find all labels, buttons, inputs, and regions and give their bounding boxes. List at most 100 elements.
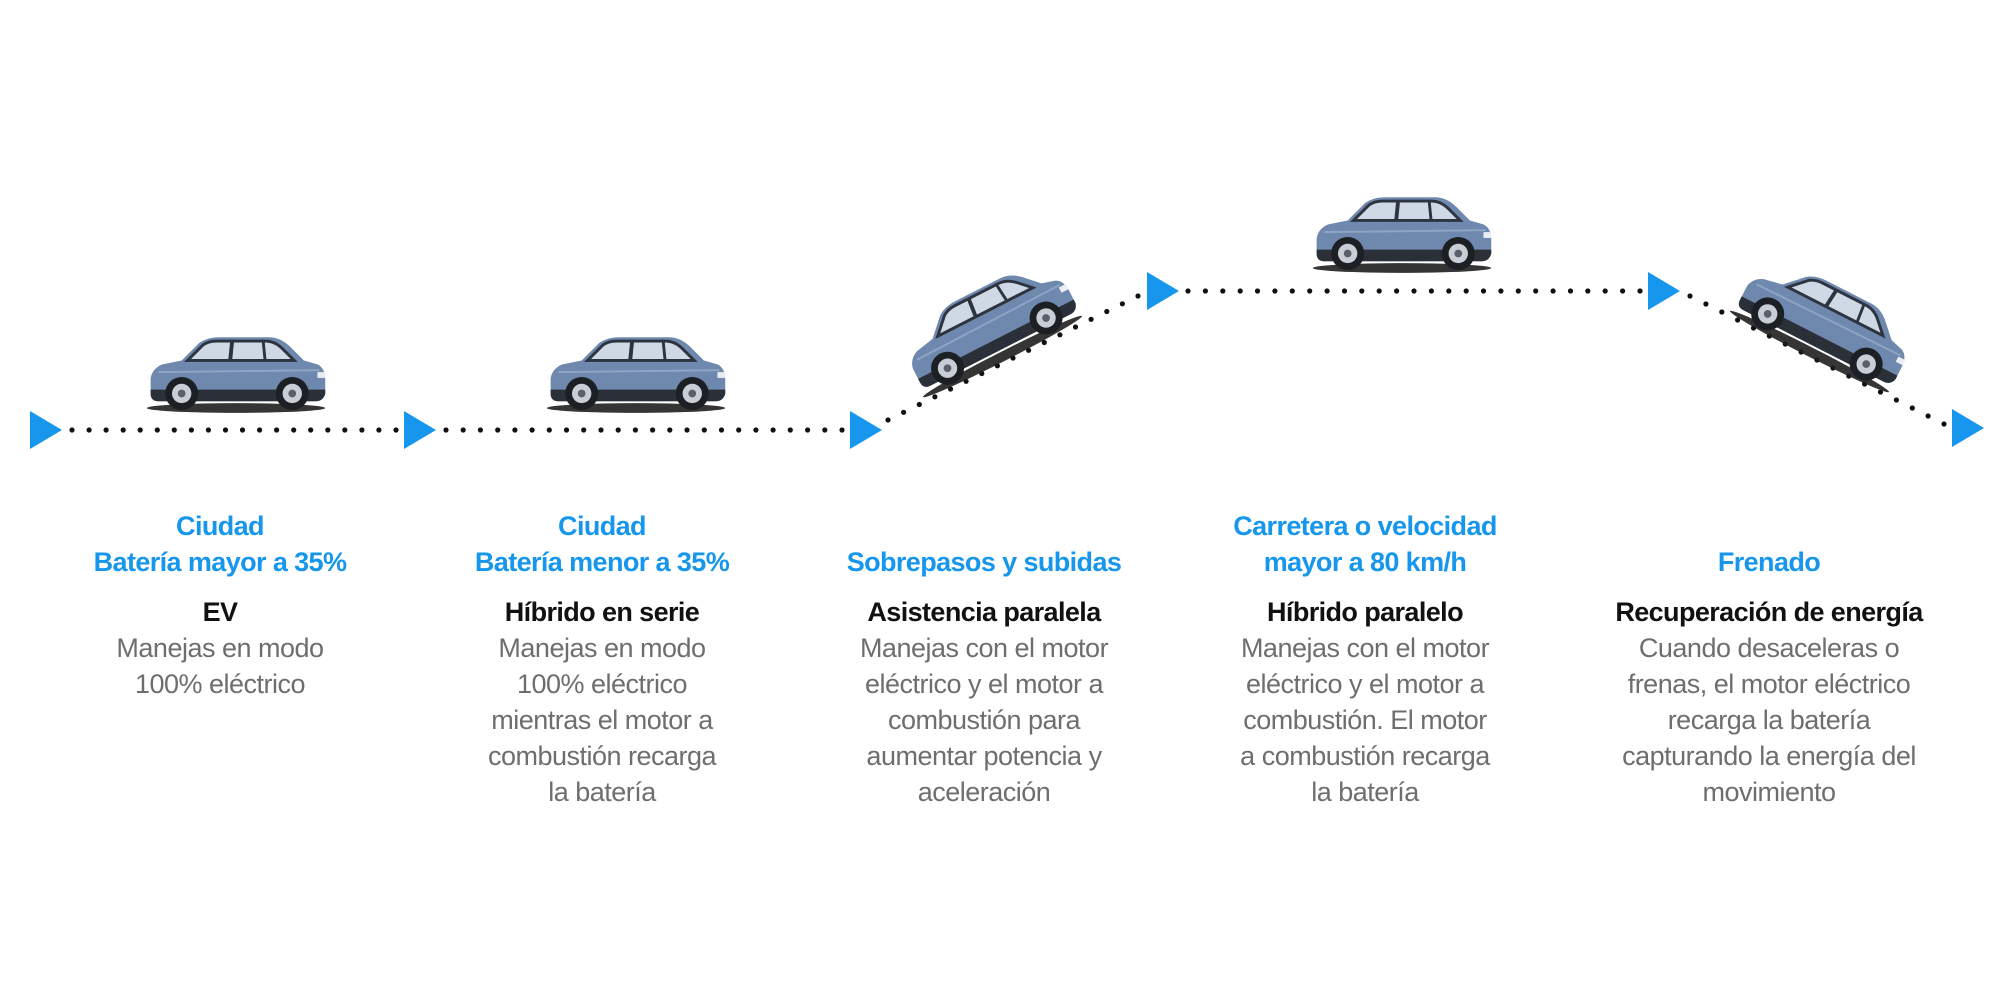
desc-line: frenas, el motor eléctrico [1627,669,1911,699]
route-dot [1041,339,1047,346]
desc-line: capturando la energía del [1622,741,1916,771]
stage-title: Carretera o velocidad mayor a 80 km/h [1195,508,1535,580]
route-dot [120,427,126,433]
play-arrow-icon [30,411,62,449]
route-dot [460,427,466,433]
route-dot [1687,293,1693,299]
title-line: Sobrepasos y subidas [846,547,1122,577]
desc-line: combustión para [887,705,1081,735]
stage-frenado: Frenado Recuperación de energía Cuando d… [1599,508,1939,810]
suv-car-icon [1310,195,1494,275]
route-dot [1567,288,1574,294]
route-dot [581,427,587,433]
route-dot [1185,288,1191,294]
route-dot [376,427,382,433]
route-dot [1533,288,1539,294]
suv-car-icon [1725,245,1924,399]
route-dot [1289,288,1295,294]
route-dot [718,427,725,433]
stage-mode: EV [202,597,238,627]
desc-line: combustión. El motor [1243,705,1487,735]
stage-title: Ciudad Batería menor a 35% [432,508,772,580]
route-dot [154,427,160,433]
route-dot [822,427,828,433]
route-dot [1515,288,1521,294]
route-dot [1341,288,1348,294]
desc-line: movimiento [1702,777,1836,807]
route-dot [947,386,954,392]
route-dot [1480,288,1487,294]
desc-line: Manejas con el motor [1240,633,1490,663]
route-dot [1941,421,1947,427]
title-line: Batería menor a 35% [474,547,730,577]
stage-sobrepasos-subidas: Sobrepasos y subidas Asistencia paralela… [814,508,1154,810]
route-dot [1307,288,1313,294]
stage-mode: Híbrido en serie [504,597,700,627]
route-dot [901,409,907,415]
route-dot [1620,288,1626,294]
desc-line: mientras el motor a [491,705,713,735]
route-dot [257,427,263,433]
route-dot [1446,288,1452,294]
desc-line: la batería [1311,777,1419,807]
route-dot [1550,288,1556,294]
stage-description: Cuando desaceleras o frenas, el motor el… [1599,630,1939,810]
route-dot [684,427,690,433]
desc-line: aceleración [917,777,1051,807]
suv-car-icon [544,335,728,415]
route-dot [1376,288,1382,294]
route-dot [1735,317,1741,323]
route-dot [1411,288,1417,294]
route-dot [615,427,621,433]
route-dot [359,427,365,433]
route-dot [563,427,570,433]
route-dot [443,427,449,433]
route-dot [1498,288,1504,294]
route-dot [291,427,297,433]
route-dot [222,427,229,433]
route-dot [805,427,811,433]
route-dot [1237,288,1243,294]
route-dot [770,427,776,433]
route-dot [1719,309,1725,315]
dotted-route-line [69,288,1947,433]
desc-line: Cuando desaceleras o [1638,633,1900,663]
route-dot [650,427,656,433]
stage-description: Manejas en modo 100% eléctrico mientras … [432,630,772,810]
desc-line: 100% eléctrico [516,669,688,699]
play-arrow-icon [1648,272,1680,310]
route-dot [1703,301,1709,307]
stage-title: Sobrepasos y subidas [814,508,1154,580]
desc-line: eléctrico y el motor a [864,669,1104,699]
stage-description: Manejas en modo 100% eléctrico [50,630,390,702]
route-dot [1394,288,1400,294]
route-dot [1602,288,1608,294]
route-dot [1925,413,1931,419]
route-dot [137,427,143,433]
desc-line: 100% eléctrico [134,669,306,699]
route-dot [1463,288,1469,294]
route-dot [1359,288,1365,294]
route-dot [753,427,759,433]
route-dot [342,427,348,433]
route-dot [598,427,604,433]
desc-line: Manejas en modo [116,633,324,663]
route-dot [495,427,501,433]
route-dot [1072,324,1079,330]
title-line: mayor a 80 km/h [1263,547,1467,577]
route-dot [1135,293,1141,299]
route-dot [1877,389,1884,395]
route-dot [69,427,75,433]
stage-mode: Recuperación de energía [1615,597,1923,627]
play-arrow-icon [404,411,436,449]
desc-line: combustión recarga [487,741,717,771]
route-dot [1324,288,1330,294]
route-dot [1088,316,1094,322]
route-dot [885,417,891,423]
route-dot [1637,288,1643,294]
route-dot [205,427,211,433]
title-line: Carretera o velocidad [1233,511,1497,541]
title-line: Ciudad [558,511,647,541]
route-dot [1893,397,1899,403]
route-dot [171,427,177,433]
